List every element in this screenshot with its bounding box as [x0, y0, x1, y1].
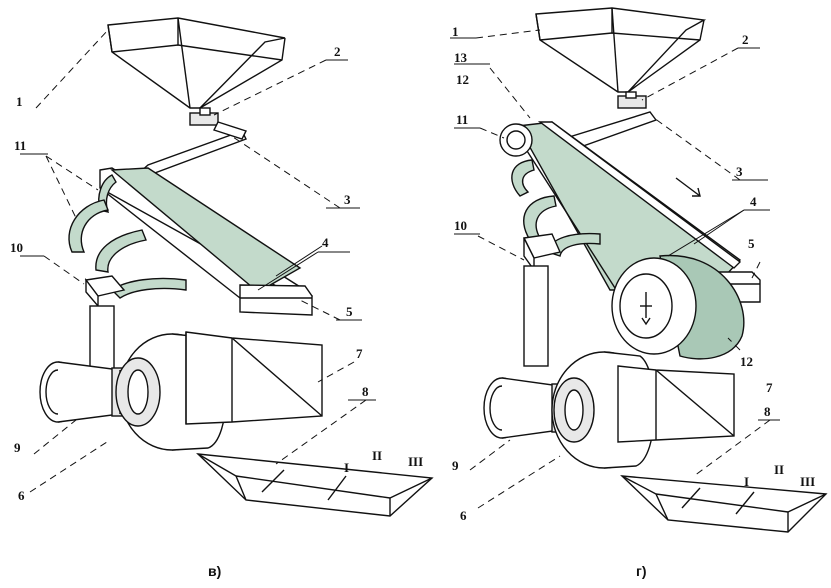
fraction-label-2: II — [774, 462, 784, 477]
right-diagram: 1 2 13 12 11 3 4 10 5 12 7 8 9 6 I II II… — [450, 7, 828, 579]
part-labels: 1 2 13 12 11 3 4 10 5 12 7 8 9 6 I II II… — [452, 24, 815, 523]
air-manifold — [522, 233, 561, 273]
label-6: 6 — [18, 488, 25, 503]
feeder — [189, 107, 219, 126]
fraction-label-1: I — [744, 474, 749, 489]
hopper — [107, 17, 286, 109]
air-manifold — [84, 275, 126, 308]
label-4: 4 — [322, 235, 329, 250]
label-10: 10 — [454, 218, 467, 233]
belt-deck — [499, 121, 761, 360]
label-5: 5 — [748, 236, 755, 251]
label-8: 8 — [764, 404, 771, 419]
label-9: 9 — [452, 458, 459, 473]
label-4: 4 — [750, 194, 757, 209]
label-9: 9 — [14, 440, 21, 455]
collector-tray — [196, 453, 434, 517]
label-12-bottom: 12 — [740, 354, 753, 369]
label-3: 3 — [736, 164, 743, 179]
leader-lines — [450, 29, 780, 509]
air-ducts — [68, 174, 187, 299]
label-2: 2 — [334, 44, 341, 59]
vertical-pipe — [89, 305, 115, 375]
caption-left: в) — [208, 563, 221, 579]
separating-deck — [99, 167, 314, 316]
vertical-pipe — [523, 265, 549, 367]
label-7: 7 — [766, 380, 773, 395]
label-1: 1 — [452, 24, 459, 39]
label-11: 11 — [14, 138, 26, 153]
chute — [138, 121, 247, 175]
outlet-diffuser — [185, 331, 323, 425]
label-7: 7 — [356, 346, 363, 361]
air-ducts — [511, 159, 601, 257]
caption-right: г) — [636, 563, 647, 579]
label-8: 8 — [362, 384, 369, 399]
fraction-label-3: III — [800, 474, 815, 489]
outlet-diffuser — [617, 365, 735, 443]
label-6: 6 — [460, 508, 467, 523]
fraction-label-2: II — [372, 448, 382, 463]
leader-lines — [20, 29, 376, 493]
label-5: 5 — [346, 304, 353, 319]
label-3: 3 — [344, 192, 351, 207]
label-12-top: 12 — [456, 72, 469, 87]
fraction-label-1: I — [344, 460, 349, 475]
label-2: 2 — [742, 32, 749, 47]
label-1: 1 — [16, 94, 23, 109]
left-diagram: 1 2 3 4 5 6 7 8 9 10 11 I II III в) — [10, 17, 434, 579]
collector-tray — [620, 475, 828, 533]
hopper — [535, 7, 707, 93]
feeder — [617, 91, 647, 109]
label-13: 13 — [454, 50, 468, 65]
label-11: 11 — [456, 112, 468, 127]
part-labels: 1 2 3 4 5 6 7 8 9 10 11 I II III — [10, 44, 423, 503]
fraction-label-3: III — [408, 454, 423, 469]
label-10: 10 — [10, 240, 23, 255]
